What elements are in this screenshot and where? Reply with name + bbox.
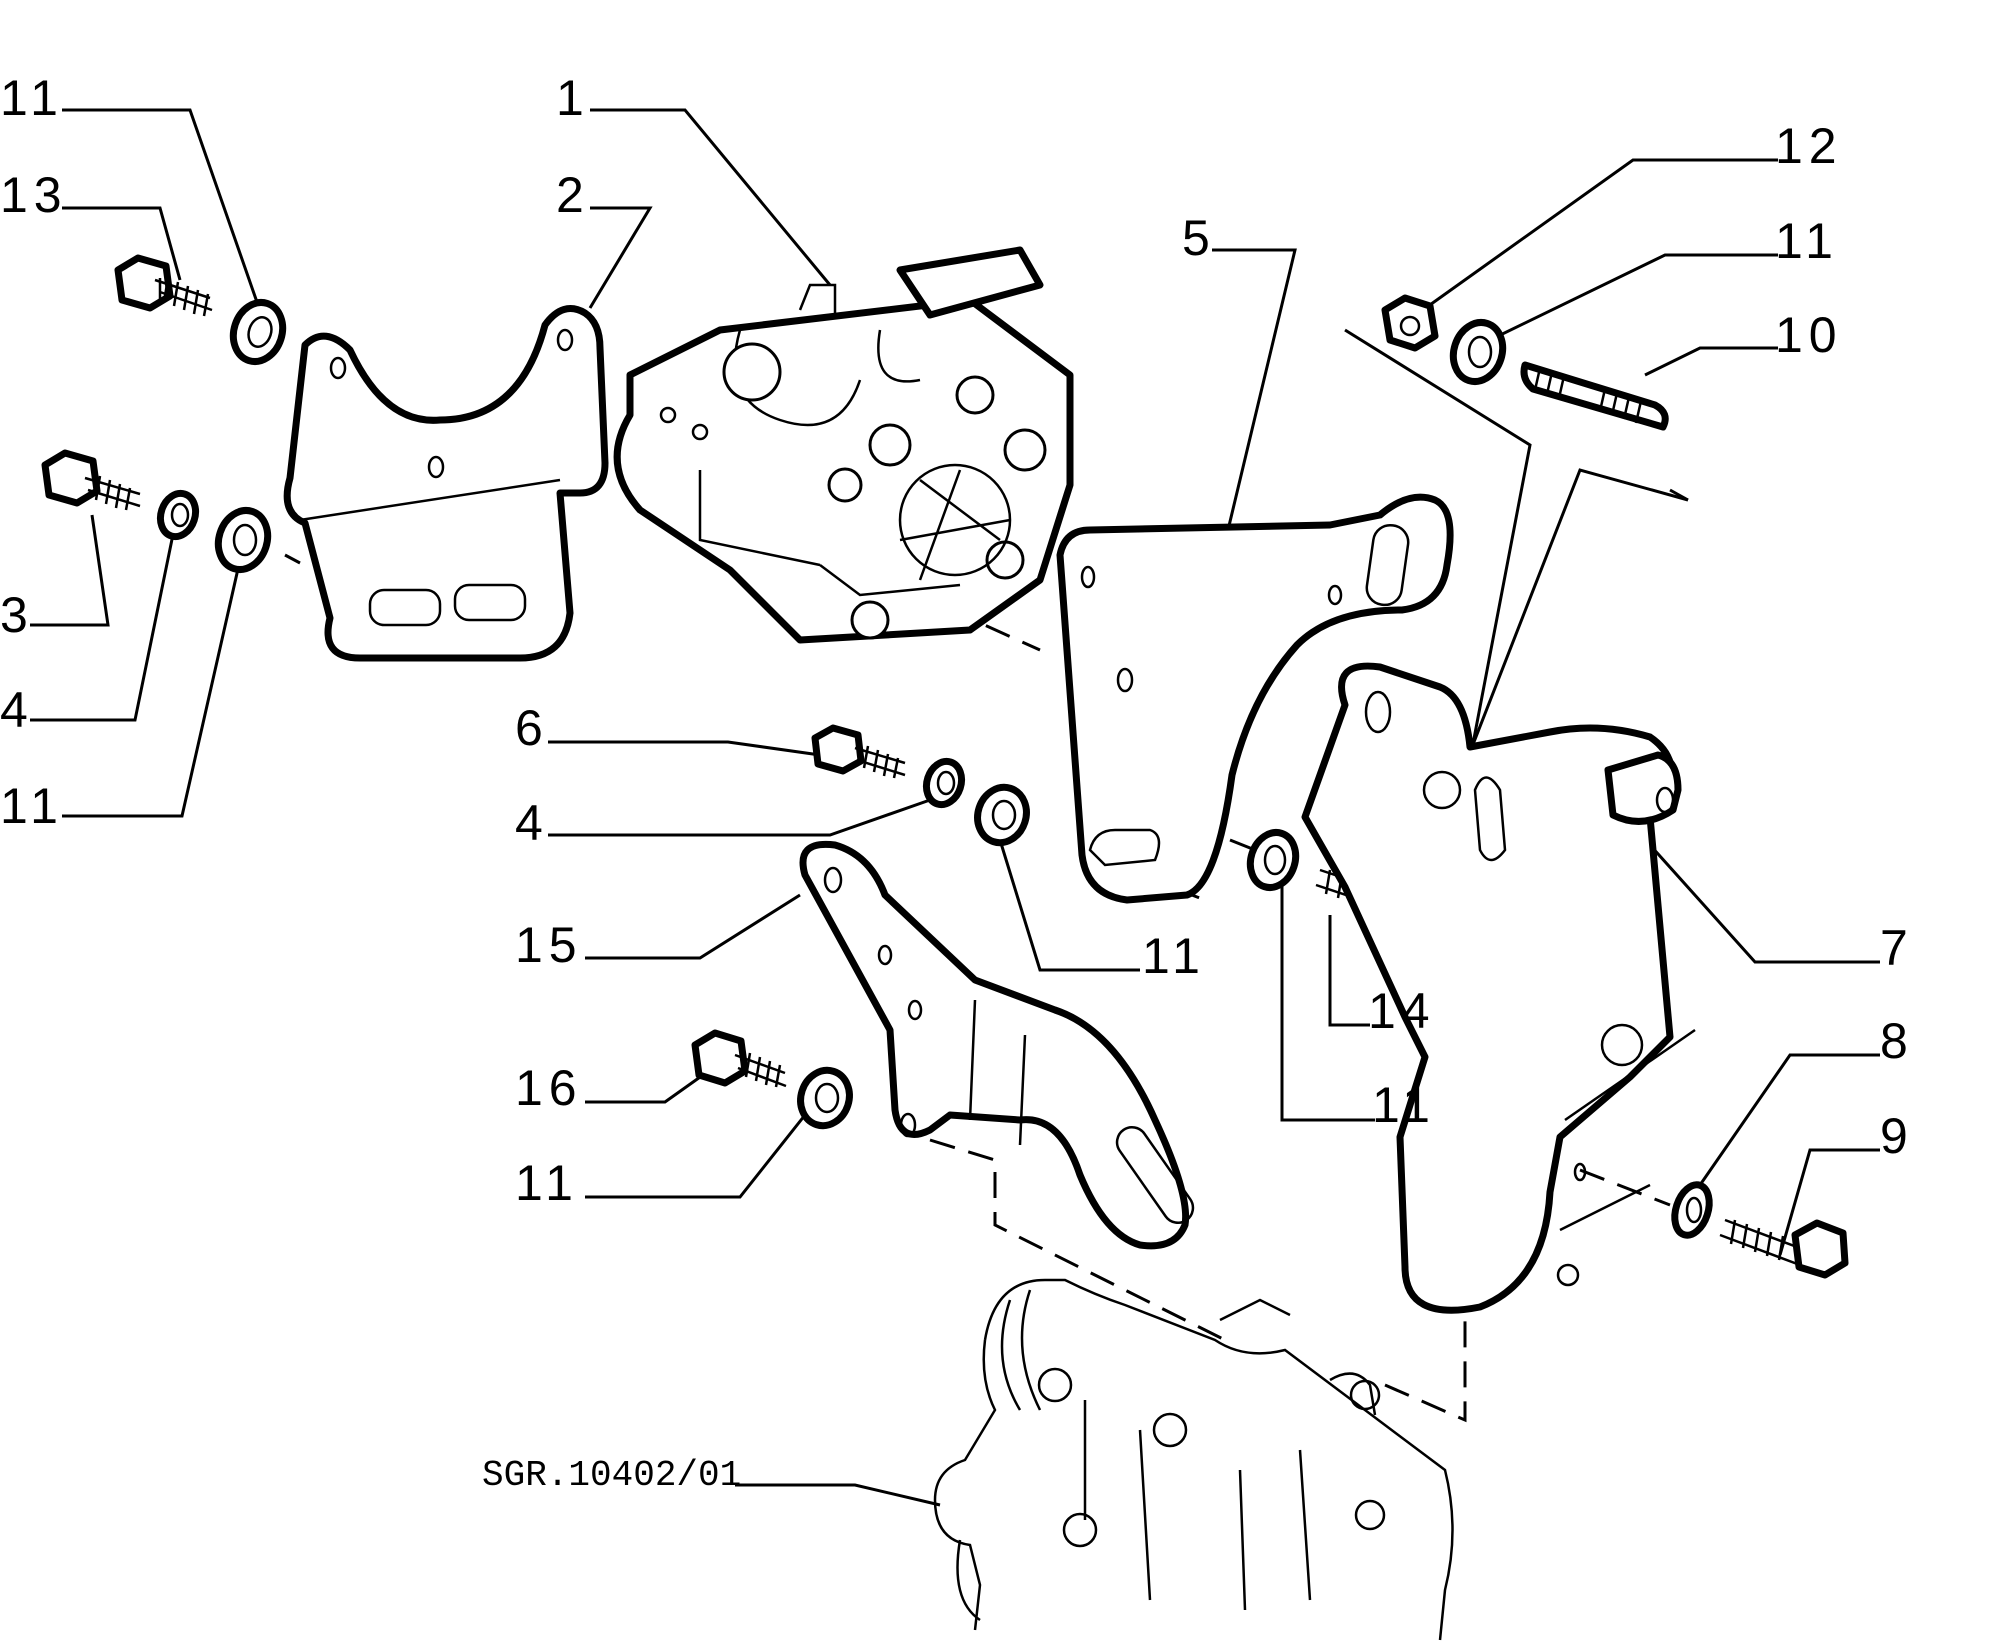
bracket-part-5 [1056, 493, 1454, 904]
bolt-part-3 [41, 449, 141, 511]
lock-washer-part-4-left [156, 489, 200, 541]
callout-2: 2 [556, 167, 590, 223]
washer-part-11-right-mid [1246, 829, 1300, 891]
callout-12: 12 [1775, 118, 1843, 174]
washer-part-11-mid [974, 783, 1030, 847]
washer-part-11-left [214, 507, 272, 573]
callout-11-lower: 11 [515, 1155, 579, 1211]
callout-5: 5 [1182, 210, 1216, 266]
nut-part-12 [1381, 294, 1439, 352]
lock-washer-part-4-mid [922, 757, 966, 809]
callout-11-left: 11 [0, 778, 64, 834]
callout-3: 3 [0, 587, 34, 643]
bolt-part-6 [811, 724, 906, 779]
bracket-part-15 [799, 840, 1195, 1250]
callout-15: 15 [515, 917, 583, 973]
callout-16: 16 [515, 1060, 583, 1116]
washer-part-11-right-top [1449, 319, 1507, 385]
washer-part-11-lower [797, 1066, 853, 1130]
callout-labels: 11 13 1 2 3 4 11 5 12 11 10 6 4 11 15 14… [0, 70, 1914, 1496]
pump-part-1 [613, 246, 1074, 644]
callout-4-left: 4 [0, 682, 34, 738]
callout-9: 9 [1880, 1108, 1914, 1164]
drawing-reference: SGR.10402/01 [482, 1455, 741, 1496]
callout-7: 7 [1880, 920, 1914, 976]
callout-4-mid: 4 [515, 795, 549, 851]
callout-11-top: 11 [0, 70, 64, 126]
callout-11-right-mid: 11 [1372, 1077, 1436, 1133]
bolt-part-13 [114, 254, 213, 317]
stud-part-10 [1520, 361, 1669, 431]
engine-housing [933, 1278, 1454, 1641]
washer-part-8 [1671, 1181, 1713, 1239]
callout-14: 14 [1368, 983, 1436, 1039]
callout-1: 1 [556, 70, 590, 126]
callout-11-right-top: 11 [1775, 213, 1839, 269]
callout-13: 13 [0, 167, 68, 223]
bolt-part-16 [691, 1029, 787, 1088]
bracket-part-2 [283, 305, 609, 662]
leader-lines [30, 108, 1880, 1507]
callout-10: 10 [1775, 307, 1843, 363]
bracket-part-7 [1301, 662, 1696, 1314]
callout-11-mid: 11 [1142, 928, 1206, 984]
callout-6: 6 [515, 700, 549, 756]
callout-8: 8 [1880, 1013, 1914, 1069]
washer-part-11-top [229, 299, 287, 365]
bolt-part-9 [1719, 1218, 1849, 1279]
